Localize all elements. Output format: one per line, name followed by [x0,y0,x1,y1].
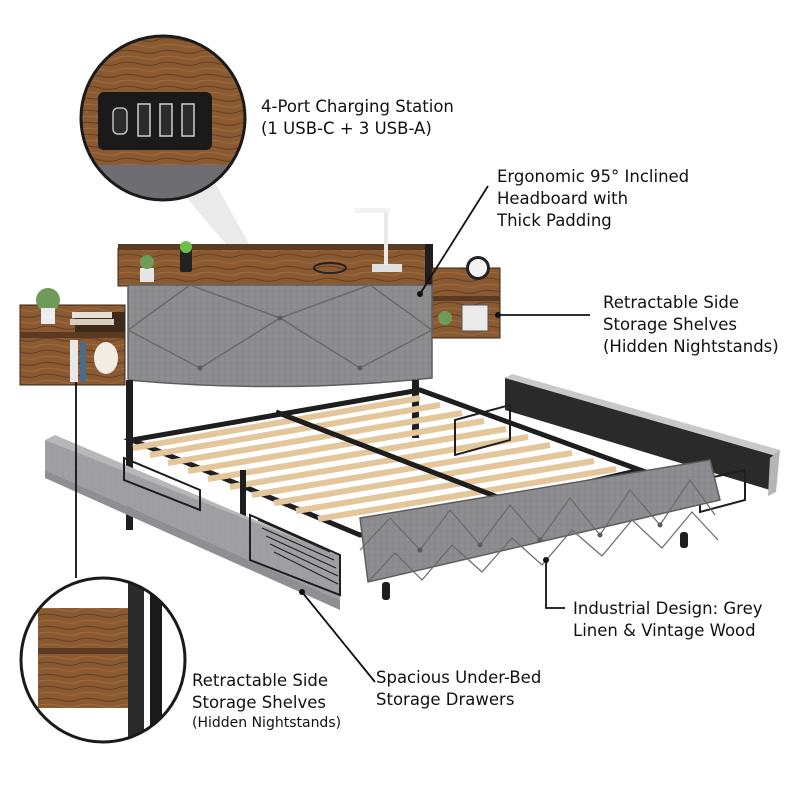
charging-callout-line2: (1 USB-C + 3 USB-A) [261,119,432,138]
headboard-callout-line1: Ergonomic 95° Inclined [497,167,690,186]
headboard-callout: Ergonomic 95° Inclined Headboard with Th… [497,166,689,232]
drawers-callout: Spacious Under-Bed Storage Drawers [376,667,541,711]
design-pointer [545,560,565,609]
callout-lines [75,185,590,683]
left-drawer-panel [45,435,341,610]
shelf-zoom-circle [21,578,185,742]
bed-frame-slats [123,387,649,538]
shelves-right-callout-line3: (Hidden Nightstands) [603,337,779,356]
headboard-panel [127,284,433,388]
shelves-left-callout-line2: Storage Shelves [192,693,326,712]
drawers-callout-line2: Storage Drawers [376,690,515,709]
shelves-left-callout: Retractable Side Storage Shelves (Hidden… [192,670,341,733]
design-callout-line2: Linen & Vintage Wood [573,621,756,640]
charging-callout: 4-Port Charging Station (1 USB-C + 3 USB… [261,96,454,140]
left-side-shelf [19,288,126,386]
shelves-right-callout-line1: Retractable Side [603,293,740,312]
shelves-left-callout-line1: Retractable Side [192,671,329,690]
right-side-shelf [431,256,501,339]
design-callout: Industrial Design: Grey Linen & Vintage … [573,598,763,642]
headboard-pointer [419,185,489,295]
headboard-callout-line2: Headboard with [497,189,629,208]
shelves-right-callout: Retractable Side Storage Shelves (Hidden… [603,292,779,358]
drawers-pointer [301,591,376,683]
drawers-callout-line1: Spacious Under-Bed [376,668,542,687]
shelves-left-callout-line3: (Hidden Nightstands) [192,715,342,731]
headboard-callout-line3: Thick Padding [497,211,612,230]
charging-callout-line1: 4-Port Charging Station [261,97,454,116]
design-callout-line1: Industrial Design: Grey [573,599,763,618]
shelves-right-callout-line2: Storage Shelves [603,315,737,334]
footboard-panel [359,459,721,600]
